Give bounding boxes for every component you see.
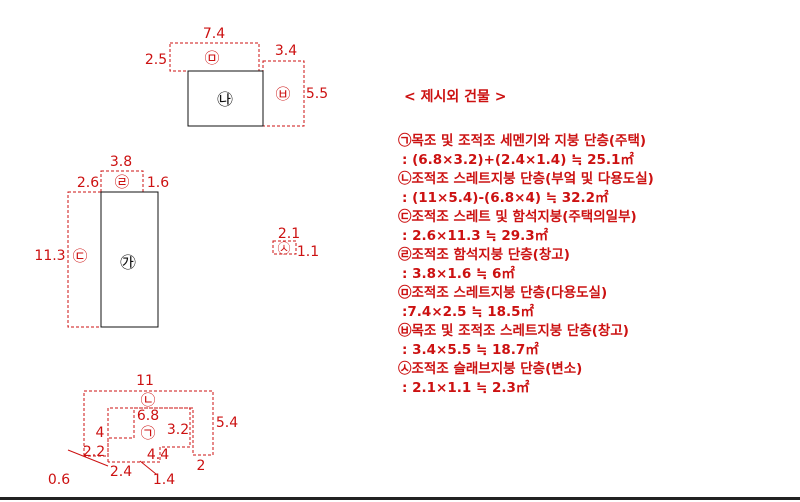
dim-2-4: 2.4	[110, 464, 132, 480]
legend-entry-d: ㉣조적조 함석지붕 단층(창고) : 3.8×1.6 ≒ 6㎡	[398, 246, 788, 284]
dim-2: 2	[197, 458, 206, 474]
dim-0-6: 0.6	[48, 472, 70, 488]
legend-entry-head: ㉣조적조 함석지붕 단층(창고)	[398, 247, 570, 263]
annex-a-outline	[107, 407, 191, 463]
dim-3-2: 3.2	[167, 422, 189, 438]
label-annex-f: ㉥	[275, 85, 290, 103]
legend-entry-g: ㉦조적조 슬래브지붕 단층(변소) : 2.1×1.1 ≒ 2.3㎡	[398, 360, 788, 398]
legend-entry-formula: : 3.4×5.5 ≒ 18.7㎡	[402, 342, 539, 358]
legend-entry-head: ㉡조적조 스레트지붕 단층(부엌 및 다용도실)	[398, 171, 654, 187]
bottom-border	[0, 497, 800, 500]
annex-f-outline	[262, 60, 305, 127]
label-annex-a: ㉠	[140, 424, 155, 442]
label-annex-d: ㉣	[114, 173, 129, 191]
dim-1-6: 1.6	[147, 175, 169, 191]
legend-entry-formula: : (11×5.4)-(6.8×4) ≒ 32.2㎡	[402, 190, 609, 206]
label-annex-c: ㉢	[72, 247, 87, 265]
legend-entry-c: ㉢조적조 스레트 및 함석지붕(주택의일부) : 2.6×11.3 ≒ 29.3…	[398, 208, 788, 246]
dim-3-4: 3.4	[275, 43, 297, 59]
dim-4: 4	[96, 425, 105, 441]
annex-g-outline	[272, 240, 297, 255]
legend-entry-formula: : 2.6×11.3 ≒ 29.3㎡	[402, 228, 549, 244]
dim-2-1: 2.1	[278, 226, 300, 242]
legend-entry-head: ㉦조적조 슬래브지붕 단층(변소)	[398, 361, 583, 377]
dim-4-4: 4.4	[147, 447, 169, 463]
label-annex-e: ㉤	[204, 49, 219, 67]
label-building-ga: ㉮	[120, 253, 136, 272]
leader-0-6	[67, 449, 109, 467]
legend-entry-formula: : (6.8×3.2)+(2.4×1.4) ≒ 25.1㎡	[402, 152, 634, 168]
label-annex-b: ㉡	[140, 391, 155, 409]
dim-7-4: 7.4	[203, 26, 225, 42]
dim-2-6: 2.6	[77, 175, 99, 191]
annex-d-outline	[100, 170, 144, 193]
dim-5-5: 5.5	[306, 86, 328, 102]
dim-11-3: 11.3	[34, 248, 65, 264]
legend-panel: < 제시외 건물 > ㉠목조 및 조적조 세멘기와 지붕 단층(주택) : (6…	[398, 88, 788, 398]
legend-entry-a: ㉠목조 및 조적조 세멘기와 지붕 단층(주택) : (6.8×3.2)+(2.…	[398, 132, 788, 170]
main-building-ga	[100, 191, 159, 328]
dim-1-1: 1.1	[297, 244, 319, 260]
dim-2-2: 2.2	[83, 444, 105, 460]
legend-entry-head: ㉢조적조 스레트 및 함석지붕(주택의일부)	[398, 209, 637, 225]
legend-entry-b: ㉡조적조 스레트지붕 단층(부엌 및 다용도실) : (11×5.4)-(6.8…	[398, 170, 788, 208]
legend-entry-e: ㉤조적조 스레트지붕 단층(다용도실) :7.4×2.5 ≒ 18.5㎡	[398, 284, 788, 322]
dim-5-4: 5.4	[216, 415, 238, 431]
legend-entry-f: ㉥목조 및 조적조 스레트지붕 단층(창고) : 3.4×5.5 ≒ 18.7㎡	[398, 322, 788, 360]
dim-1-4: 1.4	[153, 472, 175, 488]
legend-entry-formula: :7.4×2.5 ≒ 18.5㎡	[402, 304, 535, 320]
label-annex-g: ㉦	[277, 242, 290, 257]
label-building-na: ㉯	[217, 90, 233, 109]
main-building-na	[187, 70, 264, 127]
legend-entry-head: ㉠목조 및 조적조 세멘기와 지붕 단층(주택)	[398, 133, 647, 149]
dim-2-5: 2.5	[145, 52, 167, 68]
leader-1-4	[139, 460, 157, 475]
legend-title: < 제시외 건물 >	[404, 89, 507, 105]
legend-entry-formula: : 3.8×1.6 ≒ 6㎡	[402, 266, 515, 282]
legend-entry-head: ㉤조적조 스레트지붕 단층(다용도실)	[398, 285, 608, 301]
dim-3-8: 3.8	[110, 154, 132, 170]
legend-entry-head: ㉥목조 및 조적조 스레트지붕 단층(창고)	[398, 323, 629, 339]
dim-11: 11	[136, 373, 154, 389]
dim-6-8: 6.8	[137, 408, 159, 424]
legend-entry-formula: : 2.1×1.1 ≒ 2.3㎡	[402, 380, 530, 396]
